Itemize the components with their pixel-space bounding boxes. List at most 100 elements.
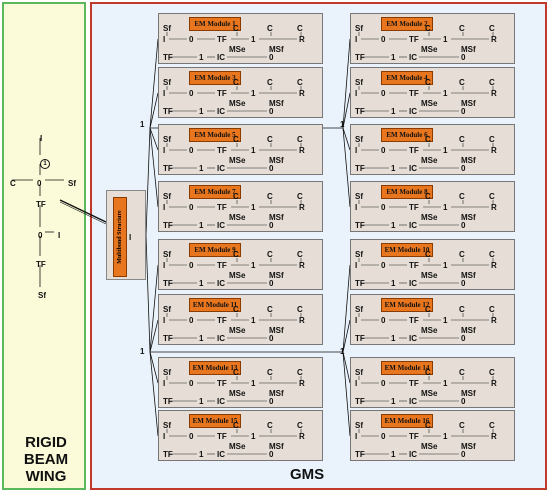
module-bonds bbox=[358, 143, 494, 169]
bond-graph-element: TF bbox=[163, 107, 173, 116]
wing-element-tf2: TF bbox=[36, 260, 46, 269]
bond-graph-element: TF bbox=[355, 279, 365, 288]
bond-graph-element: Sf bbox=[163, 192, 171, 201]
bond-graph-element: 0 bbox=[381, 203, 386, 212]
bond-graph-element: C bbox=[459, 192, 465, 201]
bond-graph-element: MSe bbox=[421, 442, 438, 451]
bond-graph-element: C bbox=[267, 192, 273, 201]
bond-graph-element: R bbox=[491, 203, 497, 212]
bond-graph-element: R bbox=[491, 316, 497, 325]
multibond-structure: Multibond Structure I bbox=[106, 190, 146, 280]
bond-graph-element: 1 bbox=[443, 146, 448, 155]
bond-graph-element: Sf bbox=[163, 250, 171, 259]
bond-graph-element: 0 bbox=[189, 203, 194, 212]
bond-graph-element: 0 bbox=[381, 146, 386, 155]
bond-graph-element: C bbox=[297, 24, 303, 33]
bond-graph-element: 0 bbox=[381, 316, 386, 325]
bond-graph-element: Sf bbox=[163, 78, 171, 87]
bond-graph-element: C bbox=[425, 305, 431, 314]
bond-graph-element: TF bbox=[217, 316, 227, 325]
bond-graph-element: 1 bbox=[391, 450, 396, 459]
bond-graph-element: IC bbox=[217, 107, 225, 116]
bond-graph-element: TF bbox=[409, 35, 419, 44]
bond-graph-element: C bbox=[297, 305, 303, 314]
module-bonds bbox=[358, 376, 494, 402]
bond-graph-element: 1 bbox=[199, 107, 204, 116]
wing-junction-0b: 0 bbox=[38, 231, 43, 240]
junction-left-2: 1 bbox=[140, 347, 145, 356]
bond-graph-element: C bbox=[233, 192, 239, 201]
bond-graph-element: R bbox=[299, 379, 305, 388]
bond-graph-element: TF bbox=[163, 53, 173, 62]
bond-graph-element: C bbox=[425, 192, 431, 201]
bond-graph-element: Sf bbox=[163, 24, 171, 33]
bond-graph-element: IC bbox=[217, 279, 225, 288]
em-module-label: EM Module 12 bbox=[381, 298, 433, 312]
bond-graph-element: MSe bbox=[229, 213, 246, 222]
multibond-i: I bbox=[129, 233, 132, 242]
bond-graph-element: MSf bbox=[269, 156, 284, 165]
bond-graph-element: 0 bbox=[269, 450, 274, 459]
bond-graph-element: C bbox=[297, 421, 303, 430]
bond-graph-element: I bbox=[355, 35, 358, 44]
bond-graph-element: 0 bbox=[461, 164, 466, 173]
bond-graph-element: 0 bbox=[381, 35, 386, 44]
bond-graph-element: R bbox=[491, 432, 497, 441]
bond-graph-element: C bbox=[267, 24, 273, 33]
bond-graph-element: R bbox=[299, 261, 305, 270]
bond-graph-element: C bbox=[233, 24, 239, 33]
junction-left-1: 1 bbox=[140, 120, 145, 129]
bond-graph-element: C bbox=[425, 368, 431, 377]
bond-graph-element: 0 bbox=[189, 379, 194, 388]
bond-graph-element: 0 bbox=[461, 397, 466, 406]
bond-graph-element: MSe bbox=[421, 156, 438, 165]
bond-graph-element: TF bbox=[217, 379, 227, 388]
em-module-label: EM Module 14 bbox=[381, 361, 433, 375]
bond-graph-element: 1 bbox=[391, 279, 396, 288]
module-bonds bbox=[358, 200, 494, 226]
bond-graph-element: 0 bbox=[189, 35, 194, 44]
em-module-label: EM Module 10 bbox=[381, 243, 433, 257]
bond-graph-element: R bbox=[299, 146, 305, 155]
bond-graph-element: I bbox=[163, 146, 166, 155]
gms-title: GMS bbox=[290, 466, 325, 483]
bond-graph-element: R bbox=[299, 203, 305, 212]
bond-graph-element: I bbox=[355, 261, 358, 270]
bond-graph-element: I bbox=[163, 379, 166, 388]
bond-graph-element: MSf bbox=[461, 99, 476, 108]
bond-graph-element: 0 bbox=[189, 146, 194, 155]
bond-graph-element: TF bbox=[163, 334, 173, 343]
bond-graph-element: MSf bbox=[461, 326, 476, 335]
bond-graph-element: R bbox=[299, 89, 305, 98]
bond-graph-element: 0 bbox=[381, 432, 386, 441]
bond-graph-element: MSf bbox=[461, 213, 476, 222]
bond-graph-element: R bbox=[299, 35, 305, 44]
bond-graph-element: R bbox=[491, 35, 497, 44]
bond-graph-element: R bbox=[491, 261, 497, 270]
wing-title-line-2: BEAM bbox=[23, 451, 69, 468]
bond-graph-element: 1 bbox=[251, 316, 256, 325]
wing-element-c: C bbox=[10, 179, 16, 188]
bond-graph-element: C bbox=[489, 78, 495, 87]
bond-graph-element: R bbox=[491, 89, 497, 98]
bond-graph-element: TF bbox=[355, 221, 365, 230]
bond-graph-element: MSe bbox=[229, 442, 246, 451]
bond-graph-element: MSf bbox=[461, 271, 476, 280]
bond-graph-element: MSe bbox=[421, 99, 438, 108]
bond-graph-element: TF bbox=[409, 261, 419, 270]
bond-graph-element: C bbox=[459, 135, 465, 144]
bond-graph-element: 1 bbox=[443, 203, 448, 212]
bond-graph-element: Sf bbox=[163, 421, 171, 430]
bond-graph-element: TF bbox=[217, 35, 227, 44]
bond-graph-element: MSf bbox=[269, 99, 284, 108]
bond-graph-element: 0 bbox=[189, 89, 194, 98]
bond-graph-element: 0 bbox=[461, 279, 466, 288]
bond-graph-element: I bbox=[355, 203, 358, 212]
bond-graph-element: C bbox=[425, 78, 431, 87]
wing-junction-0: 0 bbox=[37, 179, 42, 188]
bond-graph-element: 0 bbox=[461, 334, 466, 343]
bond-graph-element: R bbox=[491, 379, 497, 388]
